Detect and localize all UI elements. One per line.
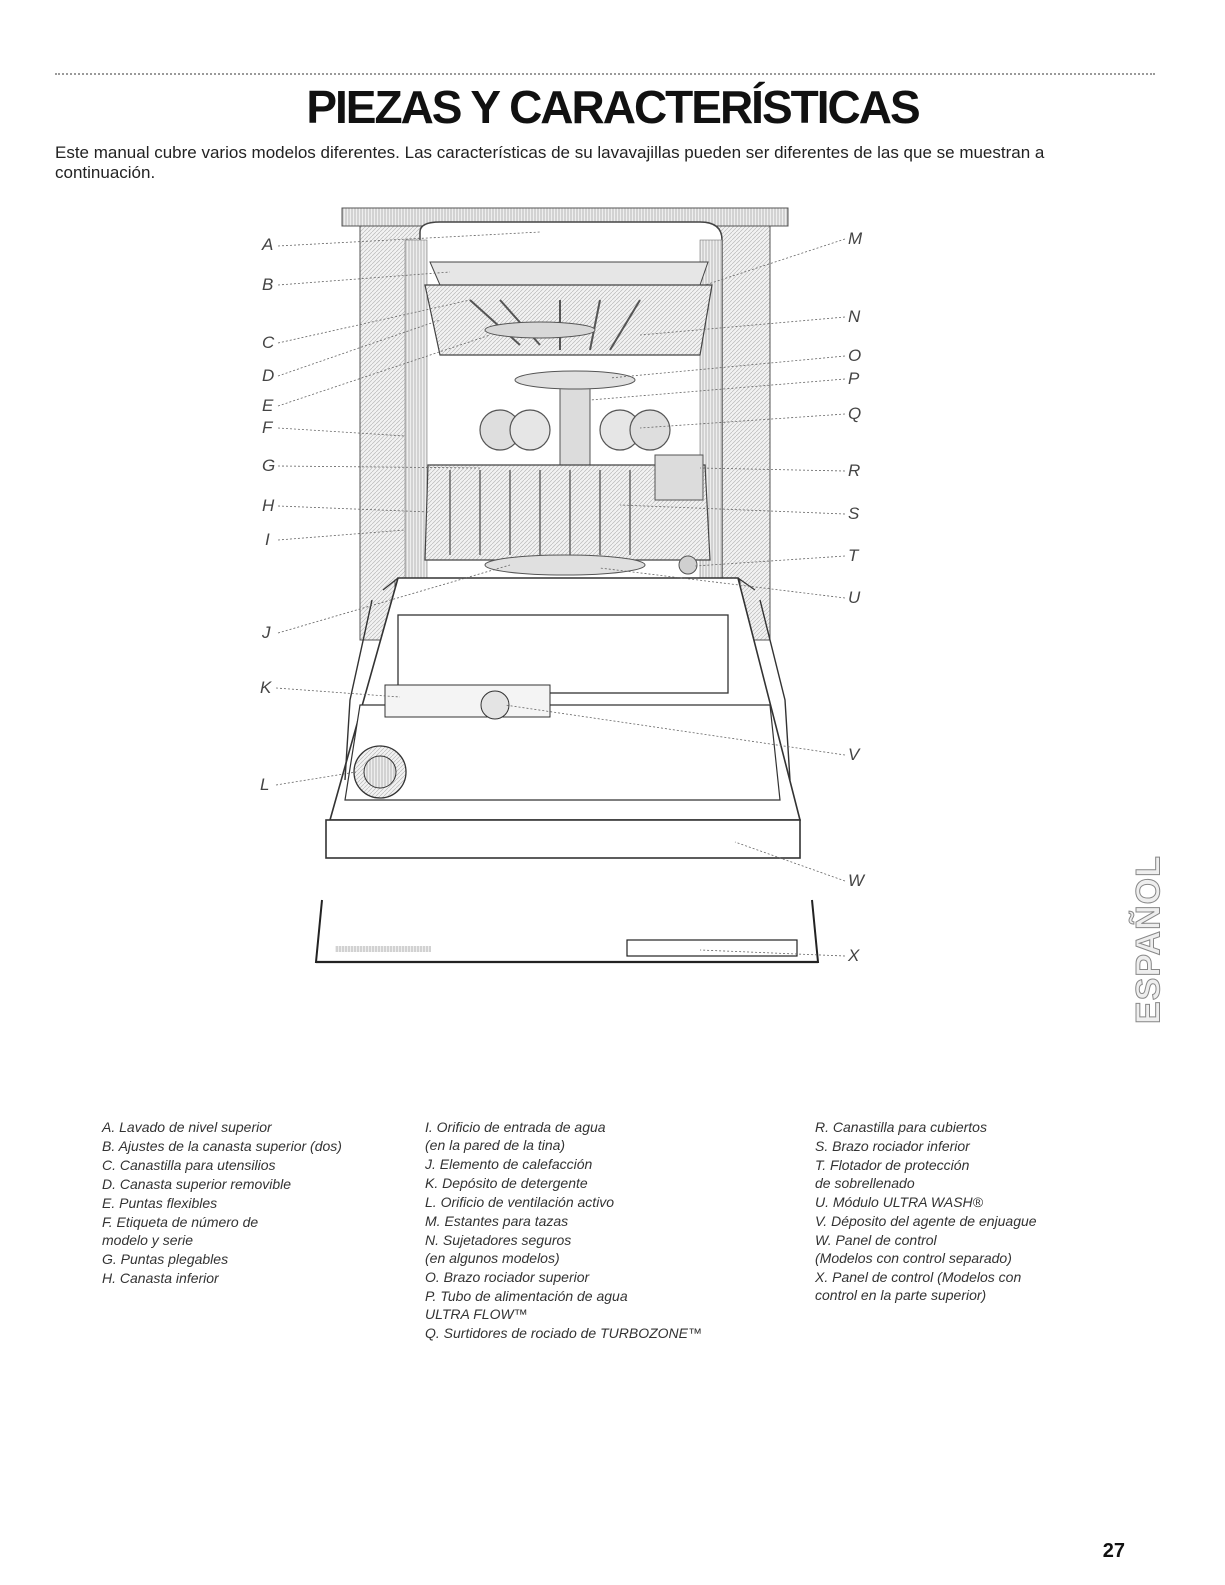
callouts-left: A B C D E F G H I J K L (260, 231, 541, 794)
legend-item: J. Elemento de calefacción (425, 1156, 593, 1172)
dishwasher-diagram: A B C D E F G H I J K L M N O P Q R (260, 207, 866, 965)
legend-column-2: I. Orificio de entrada de agua (en la pa… (425, 1118, 815, 1343)
callout-x: X (847, 946, 860, 965)
page-number: 27 (1102, 1540, 1125, 1562)
legend-item: Q. Surtidores de rociado de TURBOZONE™ (425, 1325, 702, 1341)
legend-item: U. Módulo ULTRA WASH® (815, 1194, 983, 1210)
legend-item: W. Panel de control (Modelos con control… (815, 1232, 1012, 1266)
legend-item: X. Panel de control (Modelos con control… (815, 1269, 1022, 1303)
callouts-right: M N O P Q R S T U V W X (504, 229, 866, 965)
callout-p: P (848, 369, 860, 388)
callout-f: F (262, 418, 274, 437)
legend-item: N. Sujetadores seguros (en algunos model… (425, 1232, 572, 1266)
callout-h: H (262, 496, 275, 515)
legend-column-3: R. Canastilla para cubiertos S. Brazo ro… (815, 1118, 1115, 1305)
legend-item: C. Canastilla para utensilios (102, 1157, 276, 1173)
legend-item: D. Canasta superior removible (102, 1176, 292, 1192)
callout-q: Q (848, 404, 861, 423)
top-control-panel (314, 899, 820, 964)
callout-u: U (848, 588, 861, 607)
callout-m: M (848, 229, 863, 248)
top-dotted-rule (55, 73, 1155, 75)
legend-column-1: A. Lavado de nivel superior B. Ajustes d… (102, 1118, 402, 1288)
legend-item: A. Lavado de nivel superior (102, 1119, 272, 1135)
callout-a: A (261, 235, 273, 254)
legend-item: G. Puntas plegables (102, 1251, 229, 1267)
callout-d: D (262, 366, 274, 385)
callout-g: G (262, 456, 275, 475)
legend-item: H. Canasta inferior (102, 1270, 219, 1286)
turbozone-jets (479, 409, 671, 451)
legend-item: B. Ajustes de la canasta superior (dos) (102, 1138, 342, 1154)
callout-w: W (848, 871, 866, 890)
legend-item: E. Puntas flexibles (102, 1195, 218, 1211)
spray-arm-upper (514, 370, 636, 471)
callout-l: L (260, 775, 269, 794)
legend-item: V. Déposito del agente de enjuague (815, 1213, 1037, 1229)
callout-r: R (848, 461, 860, 480)
callout-t: T (848, 546, 860, 565)
callout-k: K (260, 678, 272, 697)
legend-item: K. Depósito de detergente (425, 1175, 588, 1191)
callout-v: V (848, 745, 861, 764)
intro-paragraph: Este manual cubre varios modelos diferen… (55, 143, 1045, 182)
callout-j: J (261, 623, 271, 642)
legend-item: T. Flotador de protección de sobrellenad… (815, 1157, 970, 1191)
legend-item: I. Orificio de entrada de agua (en la pa… (425, 1119, 606, 1153)
callout-c: C (262, 333, 275, 352)
callout-e: E (262, 396, 274, 415)
legend-item: S. Brazo rociador inferior (815, 1138, 970, 1154)
legend-item: L. Orificio de ventilación activo (425, 1194, 615, 1210)
legend-item: P. Tubo de alimentación de agua ULTRA FL… (425, 1288, 628, 1322)
legend-item: F. Etiqueta de número de modelo y serie (102, 1214, 259, 1248)
language-side-tab: ESPAÑOL (1129, 855, 1168, 1025)
legend-item: R. Canastilla para cubiertos (815, 1119, 987, 1135)
upper-rack (424, 261, 713, 356)
callout-n: N (848, 307, 861, 326)
legend-item: M. Estantes para tazas (425, 1213, 569, 1229)
callout-o: O (848, 346, 861, 365)
callout-i: I (265, 530, 270, 549)
callout-b: B (262, 275, 273, 294)
page-title: PIEZAS Y CARACTERÍSTICAS (306, 81, 920, 133)
dishwasher-door (325, 577, 802, 859)
legend-item: O. Brazo rociador superior (425, 1269, 590, 1285)
lower-rack (424, 454, 711, 576)
callout-s: S (848, 504, 860, 523)
